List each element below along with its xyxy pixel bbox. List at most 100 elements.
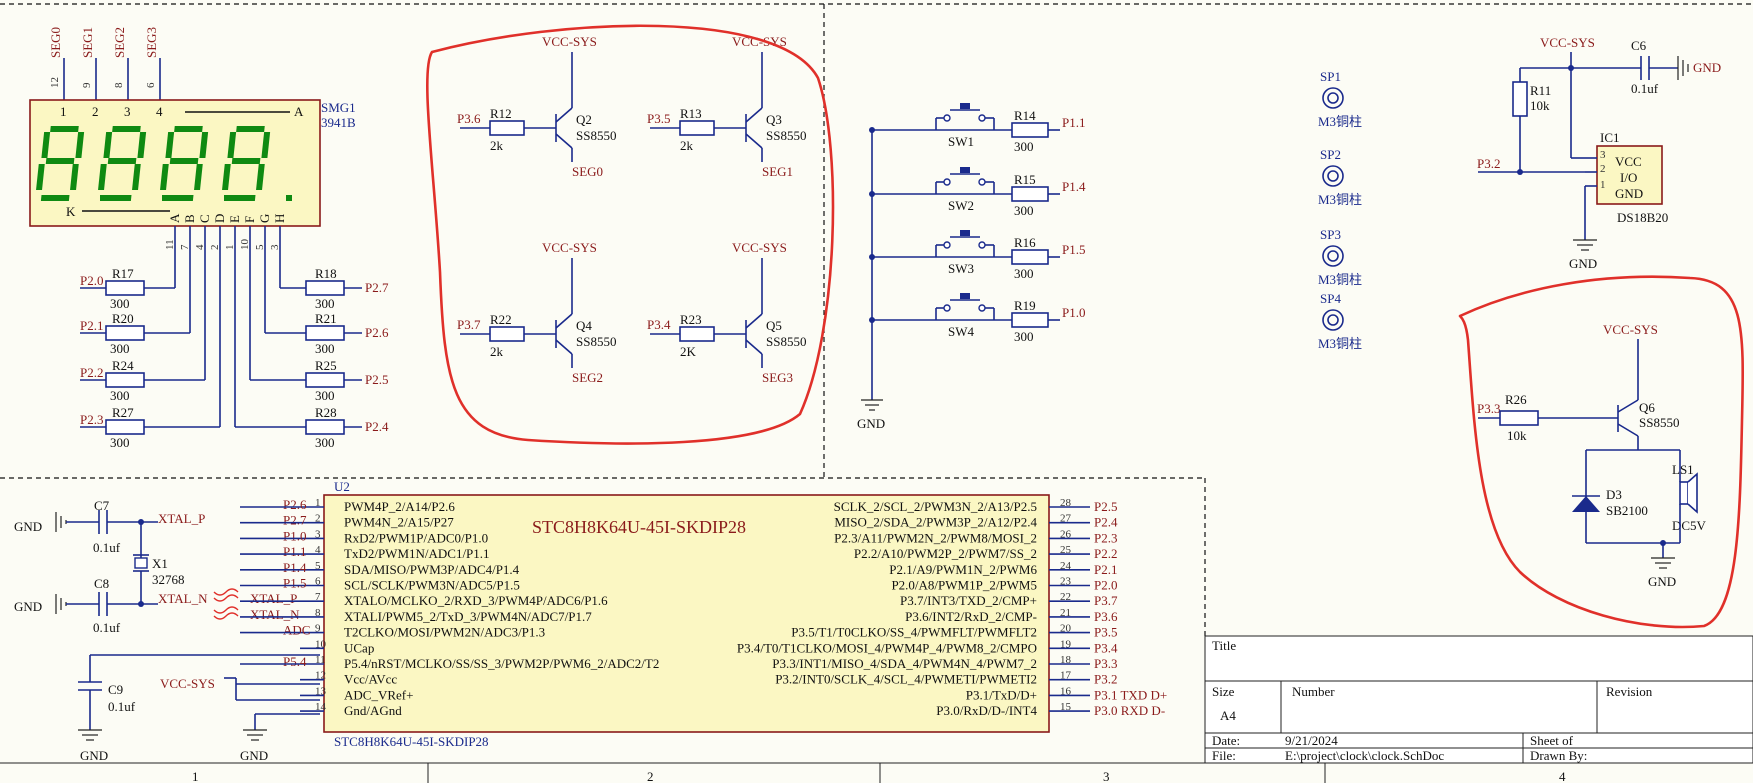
mcu-pin-net: P2.4	[1094, 515, 1118, 530]
mcu-pin-net: P1.5	[283, 576, 306, 591]
mcu-pin-net: P1.1	[283, 544, 306, 559]
switch-net: P1.4	[1062, 179, 1086, 194]
c8-gnd: GND	[14, 599, 42, 614]
resistor-value: 300	[110, 388, 130, 403]
sensor-pin-num: 3	[1600, 149, 1606, 161]
mcu-pin-name: PWM4P_2/A14/P2.6	[344, 499, 455, 514]
mcu-pin-name: T2CLKO/MOSI/PWM2N/ADC3/P1.3	[344, 625, 545, 640]
mcu-pin-name: P3.1/TxD/D+	[966, 687, 1037, 702]
sensor-cap-ref: C6	[1631, 38, 1647, 53]
mcu-pin-net: P3.0 RXD D-	[1094, 703, 1165, 718]
mcu-pin-number: 1	[315, 497, 321, 509]
sensor-pin-name: GND	[1615, 186, 1643, 201]
segment-letter: E	[227, 215, 242, 223]
zone-label: 1	[192, 769, 199, 783]
bottom-pin-number: 10	[239, 239, 251, 251]
digit-segment	[36, 164, 45, 190]
mcu-pin-number: 6	[315, 576, 321, 588]
resistor-body	[305, 325, 345, 341]
resistor-value: 300	[110, 341, 130, 356]
buzzer-diode-part: SB2100	[1606, 503, 1648, 518]
mcu-pin-name: XTALO/MCLKO_2/RXD_3/PWM4P/ADC6/P1.6	[344, 593, 608, 608]
mcu-pin-name: P2.2/A10/PWM2P_2/PWM7/SS_2	[854, 546, 1037, 561]
mcu-pin-number: 12	[315, 670, 326, 682]
switch-contact	[943, 114, 951, 122]
sensor-pin-name: VCC	[1615, 154, 1642, 169]
section-borders	[0, 3, 1753, 636]
digit-segment	[199, 132, 209, 158]
sensor-res-ref: R11	[1530, 83, 1551, 98]
driver-q-part: SS8550	[576, 334, 616, 349]
mcu-pin-net: P1.4	[283, 560, 307, 575]
tb-number: Number	[1292, 684, 1335, 699]
sensor-pin-name: I/O	[1620, 170, 1637, 185]
junction	[869, 317, 875, 323]
resistor-ref: R20	[112, 311, 134, 326]
bottom-pin-number: 11	[164, 239, 176, 250]
standoff-hole	[1327, 250, 1339, 262]
seg-pin-number: 9	[81, 82, 93, 88]
tb-date: 9/21/2024	[1285, 733, 1338, 748]
resistor-value: 300	[110, 435, 130, 450]
driver-resistor	[679, 326, 715, 342]
sensor-pin-num: 1	[1600, 179, 1606, 191]
switch-res-ref: R19	[1014, 298, 1036, 313]
resistor-body	[305, 280, 345, 296]
switch-actuator	[960, 230, 970, 236]
mcu-pin-number: 24	[1060, 560, 1072, 572]
mcu-pin-net: P2.5	[1094, 499, 1117, 514]
switch-res-val: 300	[1014, 266, 1034, 281]
driver-resistor	[489, 120, 525, 136]
seg-label: SEG3	[144, 27, 159, 58]
switch-resistor	[1011, 122, 1049, 138]
mcu-pin-net: P2.7	[283, 513, 307, 528]
c7-ref: C7	[94, 498, 110, 513]
mcu-pin-name: P3.0/RxD/D-/INT4	[936, 703, 1037, 718]
c8-val: 0.1uf	[93, 620, 121, 635]
resistor-body	[305, 419, 345, 435]
switch-ref: SW3	[948, 261, 974, 276]
sensor-net: P3.2	[1477, 156, 1500, 171]
mcu-pin-name: P5.4/nRST/MCLKO/SS/SS_3/PWM2P/PWM6_2/ADC…	[344, 656, 659, 671]
mcu-pin-number: 10	[315, 638, 327, 650]
driver-seg: SEG1	[762, 164, 793, 179]
digit-segment	[164, 195, 194, 201]
segment-net: P2.5	[365, 372, 388, 387]
switch-actuator	[960, 293, 970, 299]
digit-segment	[112, 126, 141, 132]
driver-net: P3.5	[647, 111, 670, 126]
segment-letter: A	[167, 213, 182, 223]
zone-label: 3	[1103, 769, 1110, 783]
driver-q-ref: Q3	[766, 112, 782, 127]
tb-size: Size	[1212, 684, 1235, 699]
mcu-pin-net: P2.6	[283, 497, 307, 512]
c7-gnd: GND	[14, 519, 42, 534]
digit-segment	[165, 132, 175, 158]
tb-sheet: Sheet of	[1530, 733, 1574, 748]
tb-file: E:\project\clock\clock.SchDoc	[1285, 748, 1444, 763]
digit-segment	[50, 126, 79, 132]
mcu-pin-name: P2.1/A9/PWM1N_2/PWM6	[889, 562, 1037, 577]
switch-net: P1.0	[1062, 305, 1085, 320]
digit-segment	[70, 164, 79, 190]
resistor-value: 300	[315, 388, 335, 403]
switch-contact	[978, 304, 986, 312]
mcu-pin-name: SCL/SCLK/PWM3N/ADC5/P1.5	[344, 578, 520, 593]
driver-res-val: 2k	[490, 344, 504, 359]
segment-letter: D	[212, 214, 227, 223]
tb-revision: Revision	[1606, 684, 1653, 699]
mcu-pin-name: P3.5/T1/T0CLKO/SS_4/PWMFLT/PWMFLT2	[791, 625, 1037, 640]
mcu-pin-number: 18	[1060, 654, 1072, 666]
resistor-ref: R28	[315, 405, 337, 420]
resistor-body	[105, 325, 145, 341]
seven-segment-display: SEG0 SEG1 SEG2 SEG3 12 9 8 6 1 2 3 4 A S…	[29, 27, 389, 450]
digit-dot	[286, 195, 292, 201]
power-circuit: C9 0.1uf GND VCC-SYS GND	[78, 654, 320, 763]
switch-contact	[943, 241, 951, 249]
switch-contact	[943, 178, 951, 186]
driver-resistor	[489, 326, 525, 342]
switch-gnd: GND	[857, 416, 885, 431]
bottom-pin-number: 5	[254, 244, 266, 250]
top-pin: 3	[124, 104, 131, 119]
mcu-pin-net: XTAL_P	[250, 591, 297, 606]
